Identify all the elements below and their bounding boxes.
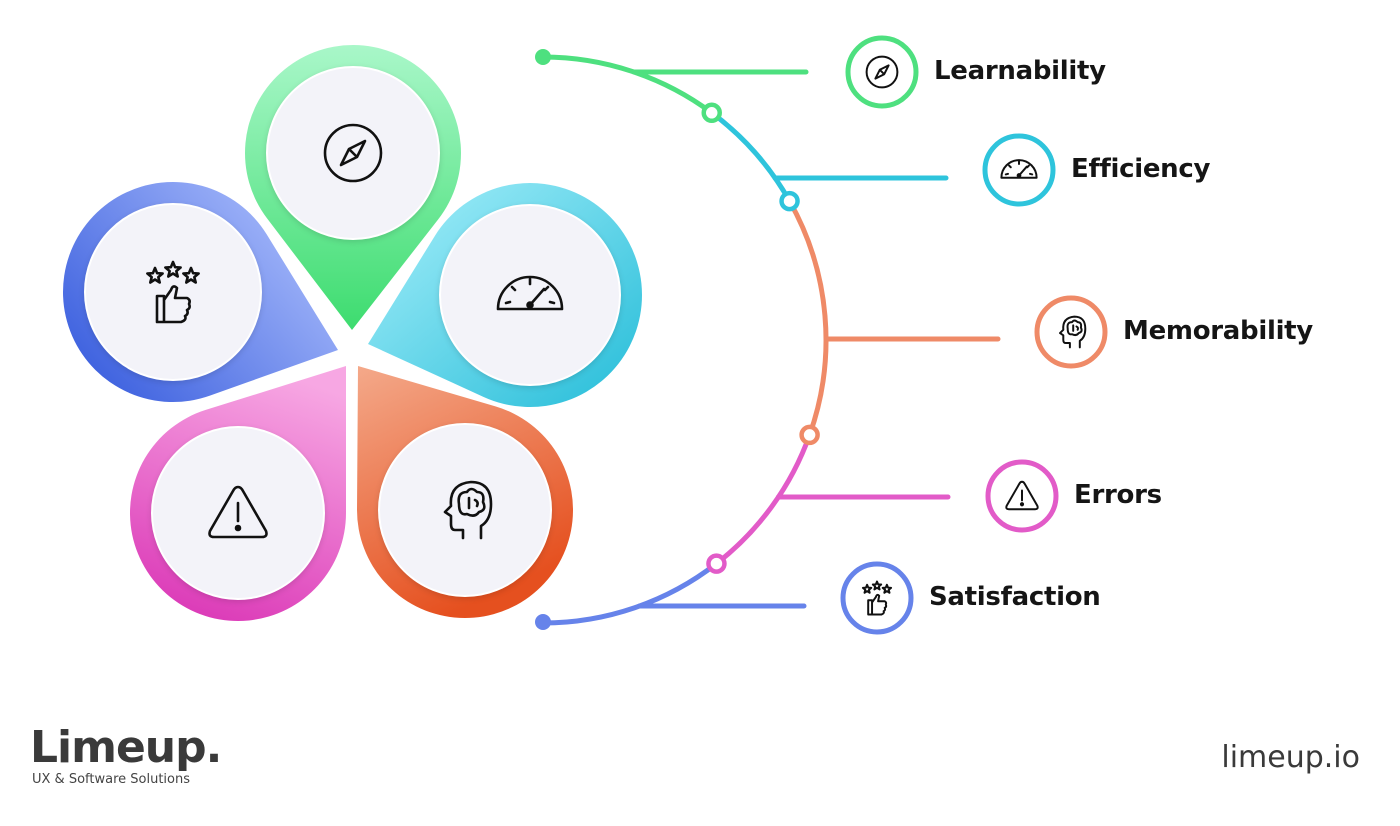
node-errors (985, 459, 1059, 533)
arc-end-dot (535, 614, 551, 630)
speedometer-icon (496, 275, 564, 311)
arc-junction-dot (799, 424, 820, 446)
petal-memorability (357, 366, 574, 619)
node-learnability (845, 35, 919, 109)
compass-icon (865, 55, 899, 89)
thumbs-up-stars-icon (146, 260, 200, 324)
petal-efficiency (368, 183, 643, 407)
arc-junction-dot (779, 190, 800, 212)
connector-efficiency (710, 110, 949, 203)
label-efficiency: Efficiency (1071, 154, 1211, 184)
speedometer-icon (1000, 159, 1038, 179)
compass-icon (323, 123, 383, 183)
brain-head-icon (1059, 315, 1087, 349)
brain-head-icon (443, 480, 493, 540)
brand-tagline: UX & Software Solutions (32, 772, 190, 787)
thumbs-up-stars-icon (861, 580, 893, 616)
arc-junction-dot (701, 102, 722, 124)
connector-errors (714, 434, 951, 566)
arc-start-dot (535, 49, 551, 65)
warning-icon (208, 485, 268, 539)
node-efficiency (982, 133, 1056, 207)
petal-learnability (245, 45, 462, 330)
node-memorability (1034, 295, 1108, 369)
label-satisfaction: Satisfaction (929, 582, 1101, 612)
petal-satisfaction (62, 182, 338, 402)
connector-learnability (542, 54, 809, 115)
label-learnability: Learnability (934, 56, 1106, 86)
node-satisfaction (840, 561, 914, 635)
brand-logo: Limeup. (30, 722, 222, 773)
warning-icon (1005, 480, 1039, 511)
label-errors: Errors (1074, 480, 1162, 510)
petal-errors (129, 366, 346, 621)
connector-memorability (787, 199, 1001, 436)
label-memorability: Memorability (1123, 316, 1313, 346)
arc-junction-dot (706, 553, 727, 574)
site-link[interactable]: limeup.io (1221, 740, 1360, 775)
connector-satisfaction (542, 561, 807, 626)
